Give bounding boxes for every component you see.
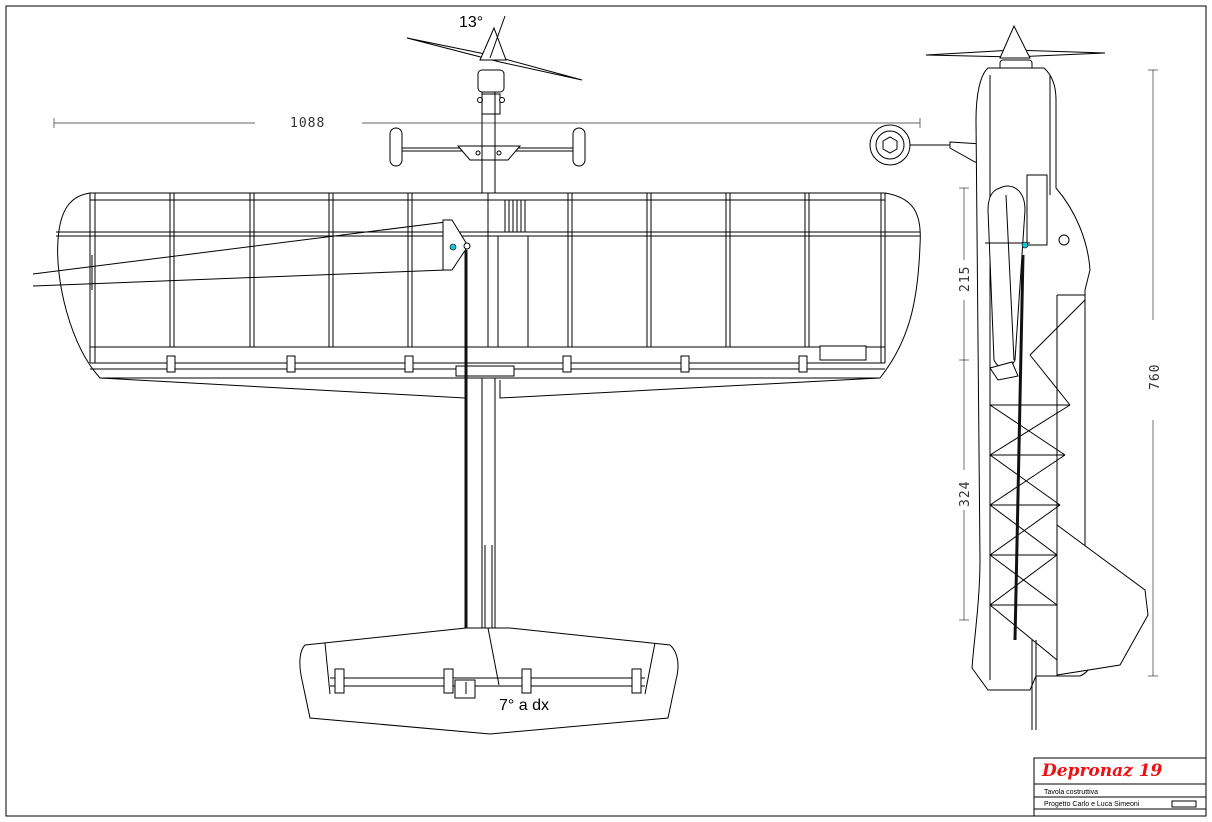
subtitle-text: Tavola costruttiva — [1044, 789, 1098, 796]
dim-length-value: 760 — [1148, 364, 1163, 390]
dim-rear-value: 324 — [958, 481, 973, 507]
wingspan-dimension: 1088 — [53, 116, 921, 131]
wingspan-value: 1088 — [290, 116, 325, 131]
sheet-border — [5, 5, 1207, 817]
propeller-top — [406, 15, 583, 81]
fuselage-truss — [989, 299, 1086, 661]
rudder-angle-label: 7° a dx — [499, 697, 549, 714]
dim-front-value: 215 — [958, 266, 973, 292]
side-view: 215 324 760 — [869, 24, 1163, 730]
tailplane — [299, 627, 679, 735]
fuselage-side — [971, 67, 1149, 730]
main-wing — [56, 192, 921, 399]
side-dimensions: 215 324 760 — [958, 69, 1163, 677]
thrust-angle-label: 13° — [459, 14, 483, 31]
aileron-hinges — [166, 345, 867, 373]
landing-gear — [389, 127, 586, 167]
top-view: 1088 — [32, 14, 921, 735]
control-linkage — [32, 219, 471, 628]
wing-ribs — [89, 193, 886, 363]
title-block: Depronaz 19 Tavola costruttiva Progetto … — [1033, 757, 1207, 817]
title-text: Depronaz 19 — [1041, 761, 1163, 781]
credits-text: Progetto Carlo e Luca Simeoni — [1044, 801, 1140, 808]
